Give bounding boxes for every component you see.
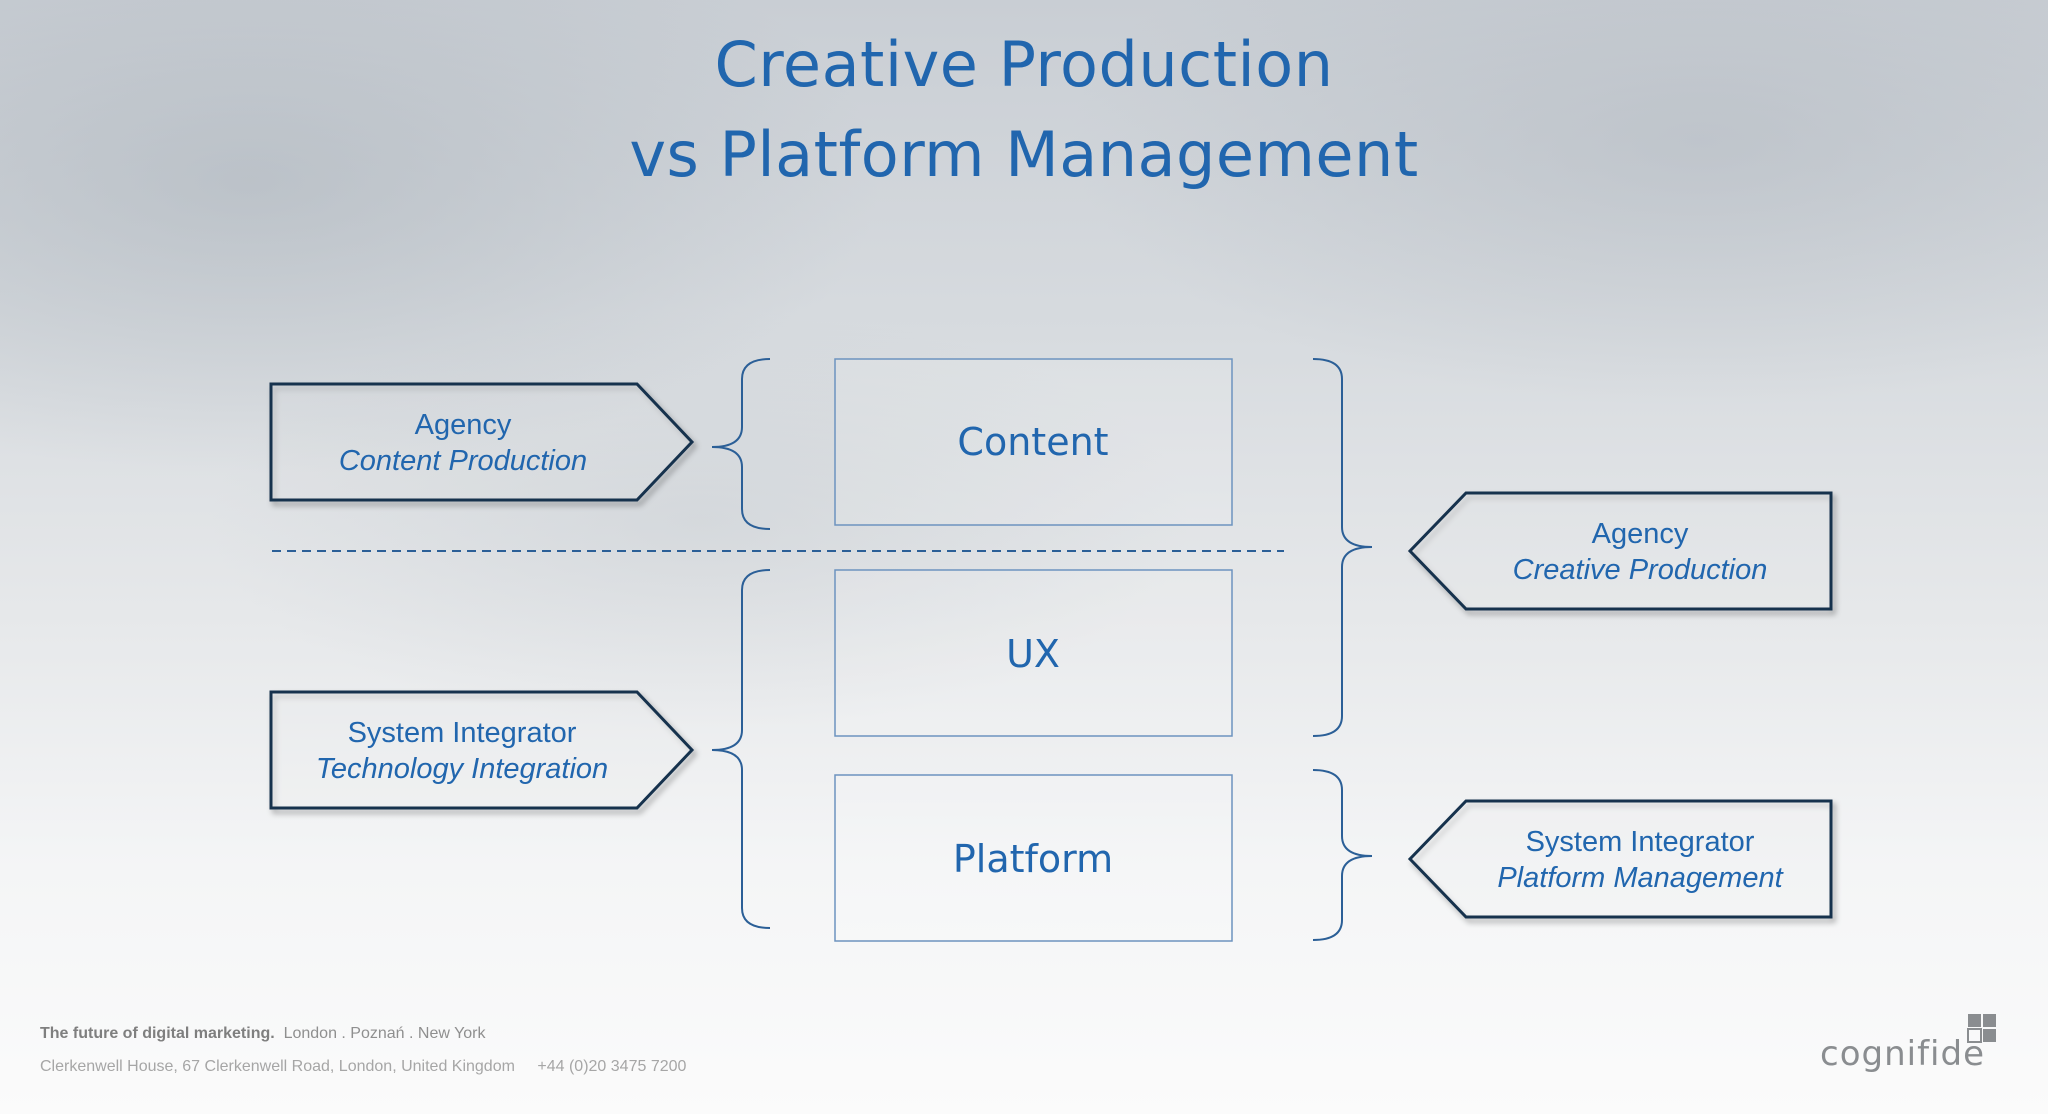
arrow-function-technology-integration: Technology Integration [316, 753, 608, 785]
arrow-system-integrator-platform-management: System Integrator Platform Management [1407, 799, 1833, 919]
arrow-role-system-integrator-left: System Integrator [348, 717, 577, 749]
footer-address: Clerkenwell House, 67 Clerkenwell Road, … [40, 1058, 515, 1075]
right-brace-platform [1312, 769, 1373, 941]
arrow-function-platform-management: Platform Management [1497, 862, 1784, 894]
footer-contact-row: Clerkenwell House, 67 Clerkenwell Road, … [40, 1058, 686, 1076]
left-brace-content [711, 358, 771, 530]
cognifide-logo-mark-icon [1967, 1014, 1996, 1043]
arrow-role-system-integrator-right: System Integrator [1526, 826, 1755, 858]
left-brace-ux-platform [711, 569, 771, 929]
arrow-function-content-production: Content Production [339, 445, 587, 477]
footer-tagline-row: The future of digital marketing. London … [40, 1025, 486, 1043]
layer-label-content: Content [957, 420, 1108, 464]
layer-label-platform: Platform [953, 837, 1113, 881]
layer-box-content: Content [834, 358, 1233, 526]
footer-tagline: The future of digital marketing. [40, 1025, 275, 1042]
slide-title-line-1: Creative Production [714, 28, 1334, 101]
footer-cities: London . Poznań . New York [283, 1025, 486, 1042]
arrow-role-agency-right: Agency [1592, 518, 1689, 550]
arrow-agency-creative-production: Agency Creative Production [1407, 491, 1833, 611]
cognifide-logo-text: cognifide [1820, 1034, 1985, 1074]
slide-title-line-2: vs Platform Management [629, 118, 1419, 191]
layer-label-ux: UX [1006, 632, 1060, 676]
footer-phone: +44 (0)20 3475 7200 [537, 1058, 687, 1075]
layer-box-ux: UX [834, 569, 1233, 737]
right-brace-content-ux [1312, 358, 1373, 737]
arrow-role-agency-left: Agency [415, 409, 512, 441]
layer-box-platform: Platform [834, 774, 1233, 942]
arrow-system-integrator-technology-integration: System Integrator Technology Integration [269, 690, 695, 810]
arrow-function-creative-production: Creative Production [1513, 554, 1768, 586]
arrow-agency-content-production: Agency Content Production [269, 382, 695, 502]
